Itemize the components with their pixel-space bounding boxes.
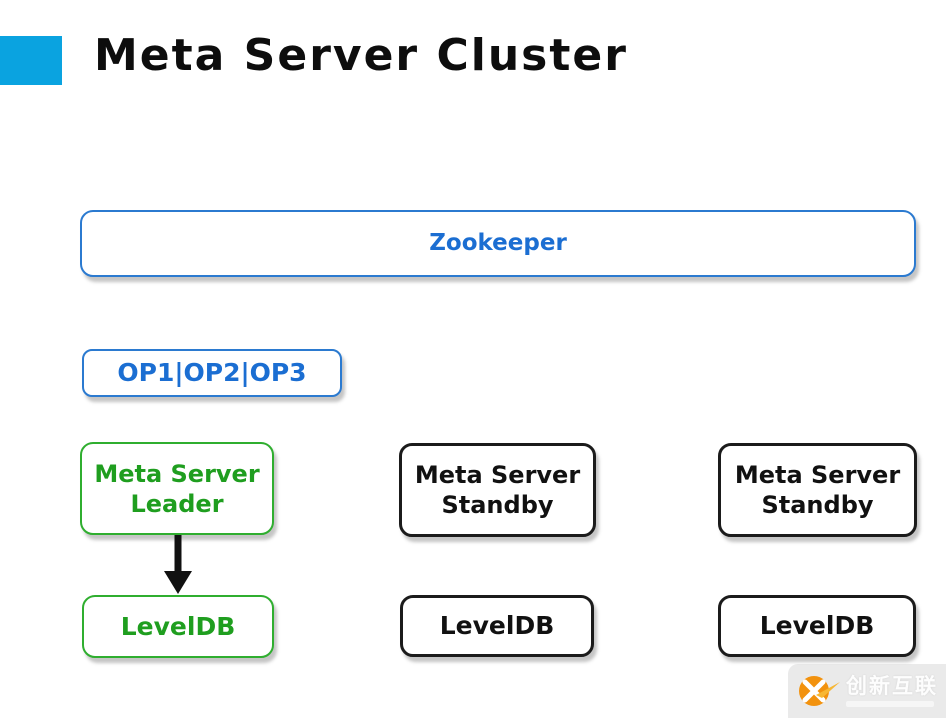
node-meta-server-standby-1: Meta Server Standby — [399, 443, 596, 537]
watermark-fineprint — [846, 700, 934, 707]
node-leveldb-leader-label: LevelDB — [120, 611, 236, 641]
cx-bird-x-icon — [799, 676, 840, 706]
node-zookeeper: Zookeeper — [80, 210, 916, 277]
node-meta-server-standby-1-label: Meta Server Standby — [414, 461, 581, 519]
watermark: 创新互联 — [788, 664, 946, 718]
node-meta-server-standby-2: Meta Server Standby — [718, 443, 917, 537]
watermark-text: 创新互联 — [846, 674, 938, 699]
node-ops: OP1|OP2|OP3 — [82, 349, 342, 397]
node-leveldb-standby-2-label: LevelDB — [759, 611, 875, 641]
node-meta-server-leader-label: Meta Server Leader — [94, 459, 260, 518]
node-meta-server-leader: Meta Server Leader — [80, 442, 274, 535]
node-leveldb-leader: LevelDB — [82, 595, 274, 658]
node-leveldb-standby-1: LevelDB — [400, 595, 594, 657]
page-title: Meta Server Cluster — [94, 30, 628, 81]
title-accent-square — [0, 36, 62, 85]
leader-to-leveldb-arrow-icon — [164, 535, 192, 594]
node-leveldb-standby-1-label: LevelDB — [439, 611, 555, 641]
node-ops-label: OP1|OP2|OP3 — [117, 358, 307, 388]
node-meta-server-standby-2-label: Meta Server Standby — [734, 461, 901, 519]
node-zookeeper-label: Zookeeper — [429, 230, 567, 257]
node-leveldb-standby-2: LevelDB — [718, 595, 916, 657]
